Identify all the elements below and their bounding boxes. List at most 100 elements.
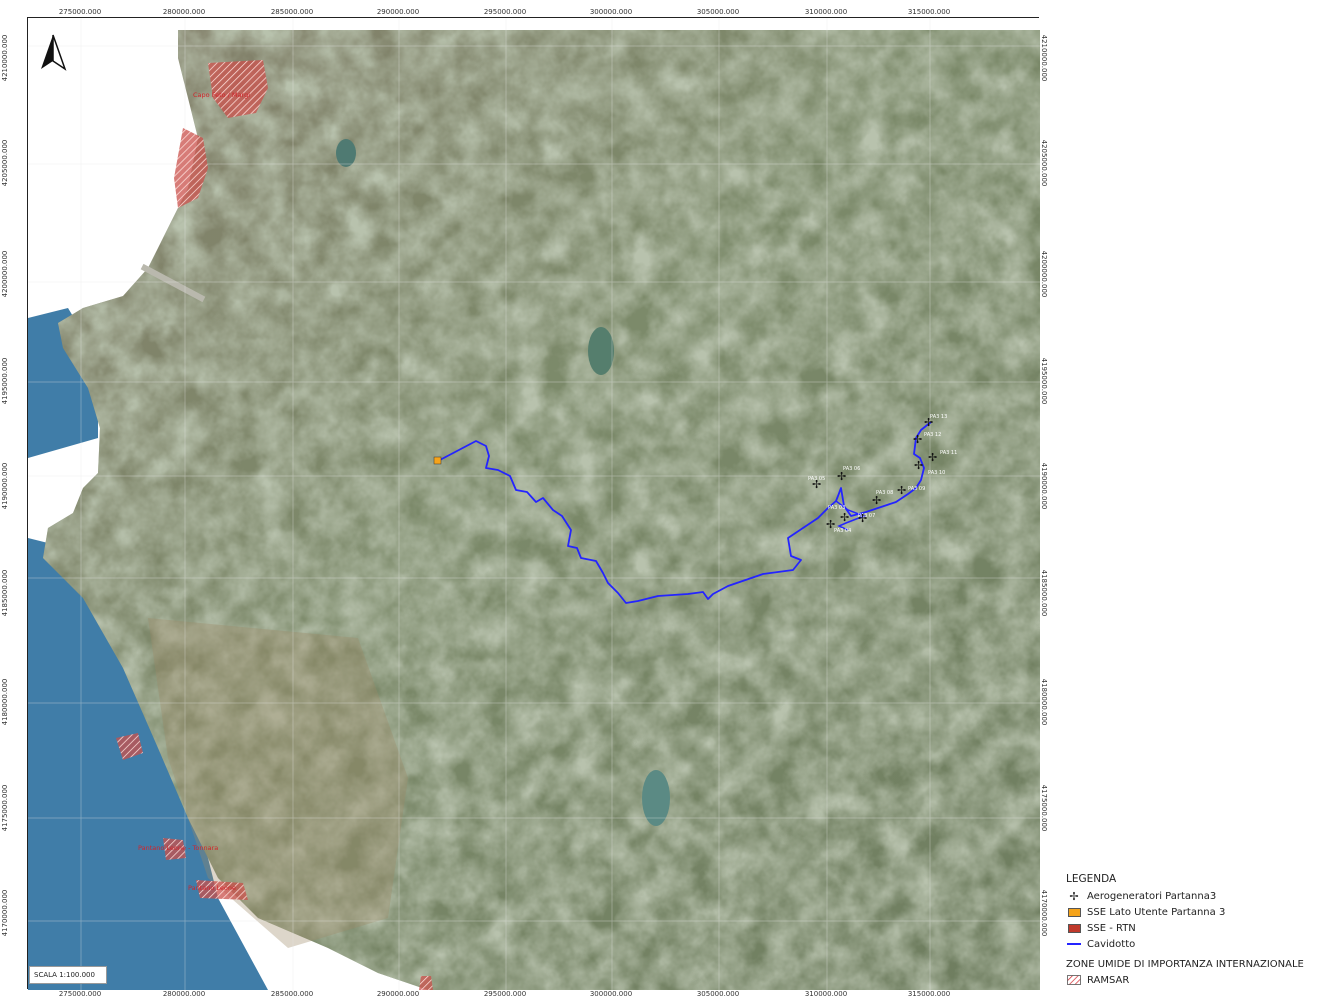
legend: LEGENDA ✢ Aerogeneratori Partanna3 SSE L… bbox=[1066, 873, 1336, 988]
wind-turbine-icon[interactable]: ✢ bbox=[858, 512, 868, 525]
y-tick-right: 4190000.000 bbox=[1040, 462, 1048, 510]
x-tick-top: 280000.000 bbox=[162, 8, 206, 16]
turbine-label: PA3 04 bbox=[834, 528, 852, 534]
x-tick-top: 300000.000 bbox=[589, 8, 633, 16]
ramsar-zone-capo-feto bbox=[208, 60, 268, 118]
x-tick-bottom: 285000.000 bbox=[270, 990, 314, 998]
turbine-label: PA3 11 bbox=[940, 450, 958, 456]
y-tick-left: 4175000.000 bbox=[1, 784, 9, 832]
legend-item-aerogeneratori[interactable]: ✢ Aerogeneratori Partanna3 bbox=[1066, 888, 1336, 904]
y-tick-left: 4210000.000 bbox=[1, 34, 9, 82]
x-tick-top: 275000.000 bbox=[58, 8, 102, 16]
turbine-label: PA3 07 bbox=[858, 513, 876, 519]
ramsar-label-pantano-tonnara: Pantano Leone - Tonnara bbox=[138, 844, 219, 852]
coastal-sea bbox=[28, 308, 268, 990]
turbine-label: PA3 03 bbox=[828, 505, 846, 511]
wind-turbine-icon[interactable]: ✢ bbox=[913, 433, 923, 446]
land-texture bbox=[43, 30, 1040, 990]
y-tick-right: 4205000.000 bbox=[1040, 139, 1048, 187]
x-tick-top: 315000.000 bbox=[907, 8, 951, 16]
ramsar-zone-triscina bbox=[116, 733, 143, 760]
turbine-label: PA3 09 bbox=[908, 486, 926, 492]
y-tick-left: 4195000.000 bbox=[1, 357, 9, 405]
wind-turbine-icon[interactable]: ✢ bbox=[924, 416, 934, 429]
ramsar-zone-pantano bbox=[163, 838, 186, 860]
cavidotto-branch bbox=[835, 500, 867, 531]
cavidotto-line bbox=[437, 421, 932, 604]
legend-title: LEGENDA bbox=[1066, 873, 1117, 885]
turbine-label: PA3 06 bbox=[843, 466, 861, 472]
x-tick-bottom: 300000.000 bbox=[589, 990, 633, 998]
y-tick-right: 4195000.000 bbox=[1040, 357, 1048, 405]
legend-label: SSE Lato Utente Partanna 3 bbox=[1087, 906, 1226, 918]
legend-label: RAMSAR bbox=[1087, 974, 1130, 986]
north-arrow-icon bbox=[41, 34, 67, 71]
y-tick-left: 4205000.000 bbox=[1, 139, 9, 187]
wind-turbine-icon[interactable]: ✢ bbox=[812, 478, 822, 491]
turbine-label: PA3 12 bbox=[924, 432, 942, 438]
red-square-icon bbox=[1066, 923, 1082, 934]
legend-item-sse-utente[interactable]: SSE Lato Utente Partanna 3 bbox=[1066, 904, 1336, 920]
y-tick-right: 4175000.000 bbox=[1040, 784, 1048, 832]
x-tick-top: 295000.000 bbox=[483, 8, 527, 16]
turbine-label: PA3 05 bbox=[808, 476, 826, 482]
ramsar-label-pantano: Pantano Leone bbox=[188, 884, 237, 892]
y-tick-right: 4200000.000 bbox=[1040, 250, 1048, 298]
x-tick-bottom: 315000.000 bbox=[907, 990, 951, 998]
satellite-map[interactable] bbox=[28, 18, 1040, 990]
x-tick-bottom: 290000.000 bbox=[376, 990, 420, 998]
lake-south bbox=[642, 770, 670, 826]
x-tick-top: 285000.000 bbox=[270, 8, 314, 16]
y-tick-left: 4190000.000 bbox=[1, 462, 9, 510]
wind-turbine-icon[interactable]: ✢ bbox=[897, 484, 907, 497]
x-tick-bottom: 310000.000 bbox=[804, 990, 848, 998]
y-tick-right: 4210000.000 bbox=[1040, 34, 1048, 82]
airport bbox=[140, 263, 206, 303]
y-tick-left: 4180000.000 bbox=[1, 678, 9, 726]
x-tick-bottom: 295000.000 bbox=[483, 990, 527, 998]
ramsar-zones bbox=[116, 60, 433, 990]
turbine-label: PA3 08 bbox=[876, 490, 894, 496]
coastal-plain bbox=[148, 618, 408, 948]
legend-label: SSE - RTN bbox=[1087, 922, 1136, 934]
wind-turbine-icon[interactable]: ✢ bbox=[840, 511, 850, 524]
wind-turbine-icon: ✢ bbox=[1069, 889, 1079, 903]
sse-utente-marker bbox=[433, 456, 442, 465]
legend-item-sse-rtn[interactable]: SSE - RTN bbox=[1066, 920, 1336, 936]
map-frame[interactable]: Capo Feto / Margi Pantano Leone - Tonnar… bbox=[27, 17, 1040, 990]
y-tick-left: 4185000.000 bbox=[1, 569, 9, 617]
legend-label: Aerogeneratori Partanna3 bbox=[1087, 890, 1217, 902]
legend-item-cavidotto[interactable]: Cavidotto bbox=[1066, 936, 1336, 952]
lake-central bbox=[588, 327, 614, 375]
x-tick-top: 290000.000 bbox=[376, 8, 420, 16]
ramsar-zone-bottom bbox=[419, 976, 433, 990]
x-tick-bottom: 305000.000 bbox=[696, 990, 740, 998]
y-tick-left: 4200000.000 bbox=[1, 250, 9, 298]
y-tick-right: 4170000.000 bbox=[1040, 889, 1048, 937]
wind-turbine-icon[interactable]: ✢ bbox=[872, 494, 882, 507]
legend-item-ramsar[interactable]: RAMSAR bbox=[1066, 972, 1336, 988]
ramsar-label-capo-feto: Capo Feto / Margi bbox=[193, 91, 251, 99]
scale-label: SCALA 1:100.000 bbox=[29, 966, 107, 984]
turbine-label: PA3 10 bbox=[928, 470, 946, 476]
x-tick-top: 310000.000 bbox=[804, 8, 848, 16]
orange-square-icon bbox=[1066, 907, 1082, 918]
wind-turbine-icon[interactable]: ✢ bbox=[826, 518, 836, 531]
legend-section-title: ZONE UMIDE DI IMPORTANZA INTERNAZIONALE bbox=[1066, 959, 1304, 970]
wind-turbine-icon[interactable]: ✢ bbox=[914, 459, 924, 472]
hatched-square-icon bbox=[1066, 975, 1082, 986]
legend-label: Cavidotto bbox=[1087, 938, 1136, 950]
ramsar-zone-margi bbox=[174, 128, 208, 208]
y-tick-left: 4170000.000 bbox=[1, 889, 9, 937]
x-tick-top: 305000.000 bbox=[696, 8, 740, 16]
x-tick-bottom: 280000.000 bbox=[162, 990, 206, 998]
wind-turbine-icon[interactable]: ✢ bbox=[928, 451, 938, 464]
y-tick-right: 4185000.000 bbox=[1040, 569, 1048, 617]
lake-north bbox=[336, 139, 356, 167]
ramsar-zone-pantano-2 bbox=[196, 880, 248, 900]
turbine-label: PA3 13 bbox=[930, 414, 948, 420]
x-tick-bottom: 275000.000 bbox=[58, 990, 102, 998]
y-tick-right: 4180000.000 bbox=[1040, 678, 1048, 726]
blue-line-icon bbox=[1066, 939, 1082, 950]
wind-turbine-icon[interactable]: ✢ bbox=[837, 470, 847, 483]
